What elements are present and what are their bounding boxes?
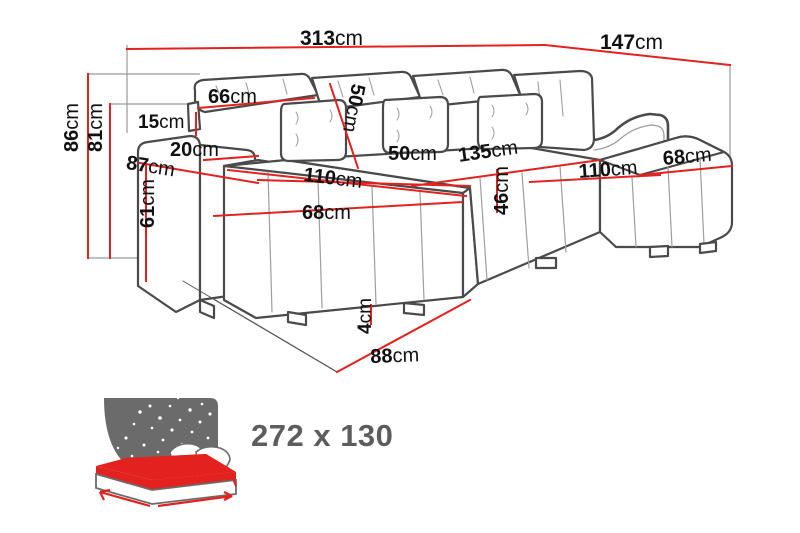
dimline-147 — [543, 43, 732, 67]
dimline-110-right — [528, 173, 662, 184]
dimline-50-height — [328, 82, 360, 170]
leg-left-mid — [286, 310, 308, 327]
bed-icon-arrows — [99, 475, 238, 508]
leg-height-label: 4cm — [355, 298, 376, 334]
dimline-110-left2 — [226, 168, 468, 198]
right-ottoman-top — [598, 135, 726, 177]
left-module-length-label: 88cm — [369, 344, 420, 368]
bed-icon-moon-cut — [104, 398, 133, 470]
right-seat-depth-label: 68cm — [661, 143, 713, 170]
overall-width-label: 313cm — [300, 27, 364, 50]
right-seat-length-label: 110cm — [577, 156, 639, 183]
sleeping-area-label: 272 x 130 — [251, 418, 394, 453]
armrest-width-label: 20cm — [170, 139, 219, 161]
throw-pillow-1 — [279, 98, 348, 163]
leg-center — [534, 256, 558, 270]
dimension-lines — [87, 43, 734, 374]
dimline-66 — [196, 96, 316, 110]
leg-left-rear — [402, 301, 426, 317]
right-arm-sweep-inner — [593, 124, 665, 177]
right-ottoman-seams — [631, 157, 705, 248]
backrest-seams — [215, 76, 564, 117]
right-module-depth-label: 147cm — [600, 31, 664, 54]
leg-right-rear — [698, 240, 718, 255]
leg-right-front — [648, 244, 670, 259]
dimline-68-left — [212, 200, 464, 218]
dimline-313 — [125, 43, 547, 51]
armrest-top-tab — [186, 100, 202, 133]
left-seat-depth-label: 68cm — [302, 202, 351, 224]
dimline-20 — [202, 154, 260, 162]
sofa-outline — [136, 68, 734, 373]
seat-height-label: 46cm — [491, 166, 513, 215]
seat-depth-mid-label: 50cm — [388, 143, 437, 165]
bed-icon-base — [95, 472, 237, 505]
dimline-87 — [138, 161, 260, 185]
leg-left-front — [198, 298, 216, 320]
backrest-top-height-label: 81cm — [85, 103, 107, 152]
overall-height-label: 86cm — [61, 103, 83, 152]
armrest-gap-label: 15cm — [138, 112, 185, 133]
bed-sleeping-function-icon — [95, 396, 238, 508]
dimline-88 — [335, 298, 472, 374]
dimline-68-right — [638, 164, 734, 177]
right-arm-sweep — [592, 112, 670, 178]
dimline-135 — [410, 158, 602, 188]
backrest-left-width-label: 66cm — [208, 86, 257, 108]
bed-icon-mattress-spread — [96, 454, 236, 480]
armrest-height-label: 61cm — [137, 179, 159, 228]
pillow-seams — [295, 102, 529, 147]
dimline-50-depth2 — [256, 178, 472, 188]
